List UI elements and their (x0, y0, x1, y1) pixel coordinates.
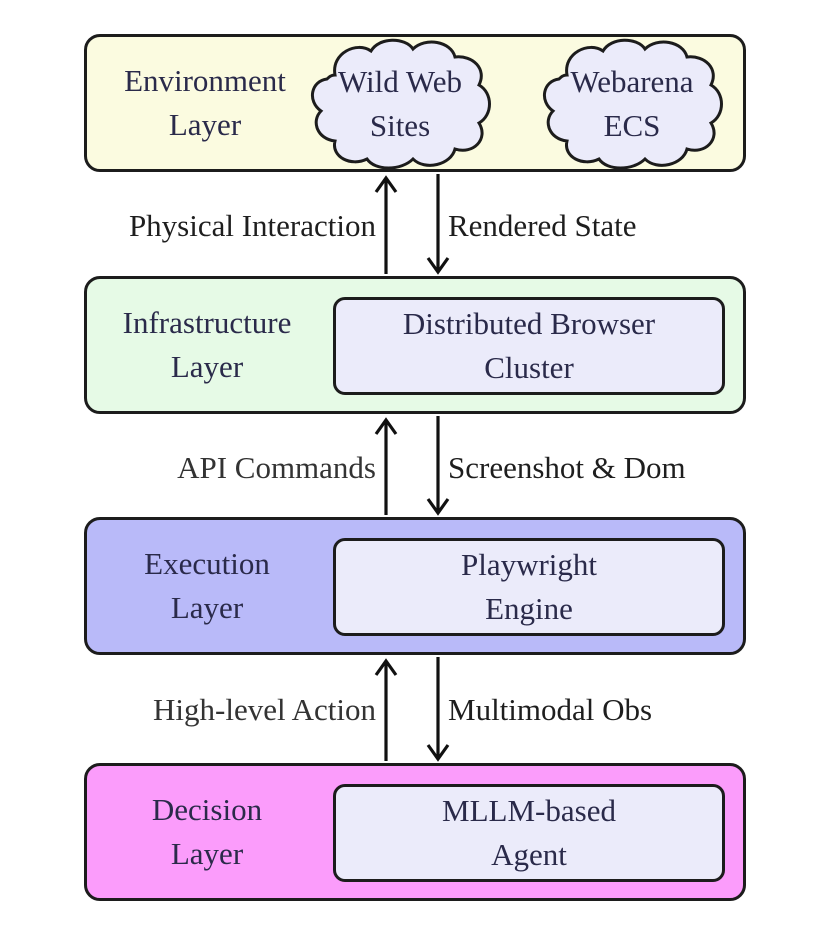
wild-web-sites-cloud: Wild Web Sites (305, 35, 495, 173)
decision-title-line1: Decision (151, 792, 263, 827)
component-line2: Agent (491, 837, 567, 872)
execution-layer: Execution Layer Playwright Engine (84, 517, 746, 655)
decision-layer-title: Decision Layer (87, 766, 327, 898)
execution-layer-title: Execution Layer (87, 520, 327, 652)
environment-title-line2: Layer (168, 107, 242, 142)
cloud-line2: ECS (603, 108, 661, 143)
cloud-icon (543, 38, 723, 170)
edge-label-rendered-state: Rendered State (448, 208, 637, 243)
environment-layer: Environment Layer Wild Web Sites Webaren… (84, 34, 746, 172)
component-line1: Playwright (460, 547, 598, 582)
infrastructure-layer-title: Infrastructure Layer (87, 279, 327, 411)
component-line1: MLLM-based (442, 793, 616, 828)
component-line2: Cluster (484, 350, 574, 385)
edge-label-api-commands: API Commands (177, 450, 376, 485)
environment-title-line1: Environment (124, 63, 286, 98)
up-arrowhead-1 (374, 175, 398, 193)
cloud-line1: Wild Web (338, 64, 462, 99)
down-arrowhead-3 (426, 744, 450, 762)
down-arrowhead-1 (426, 257, 450, 275)
edge-label-screenshot-dom: Screenshot & Dom (448, 450, 686, 485)
cloud-label: Wild Web Sites (305, 35, 495, 173)
cloud-icon (311, 38, 491, 170)
environment-layer-title: Environment Layer (87, 37, 323, 169)
up-arrowhead-3 (374, 658, 398, 676)
component-line1: Distributed Browser (402, 306, 656, 341)
infrastructure-title-line1: Infrastructure (122, 305, 292, 340)
cloud-line1: Webarena (570, 64, 694, 99)
edge-label-multimodal-obs: Multimodal Obs (448, 692, 653, 727)
cloud-label: Webarena ECS (537, 35, 727, 173)
up-arrowhead-2 (374, 417, 398, 435)
infrastructure-layer: Infrastructure Layer Distributed Browser… (84, 276, 746, 414)
down-arrowhead-2 (426, 498, 450, 516)
infrastructure-title-line2: Layer (170, 349, 244, 384)
execution-title-line2: Layer (170, 590, 244, 625)
decision-layer: Decision Layer MLLM-based Agent (84, 763, 746, 901)
webarena-ecs-cloud: Webarena ECS (537, 35, 727, 173)
component-line2: Engine (485, 591, 573, 626)
distributed-browser-cluster-box: Distributed Browser Cluster (333, 297, 725, 395)
playwright-engine-box: Playwright Engine (333, 538, 725, 636)
cloud-line2: Sites (369, 108, 431, 143)
edge-label-high-level-action: High-level Action (153, 692, 376, 727)
execution-title-line1: Execution (144, 546, 270, 581)
decision-title-line2: Layer (170, 836, 244, 871)
edge-label-physical-interaction: Physical Interaction (128, 208, 376, 243)
mllm-agent-box: MLLM-based Agent (333, 784, 725, 882)
